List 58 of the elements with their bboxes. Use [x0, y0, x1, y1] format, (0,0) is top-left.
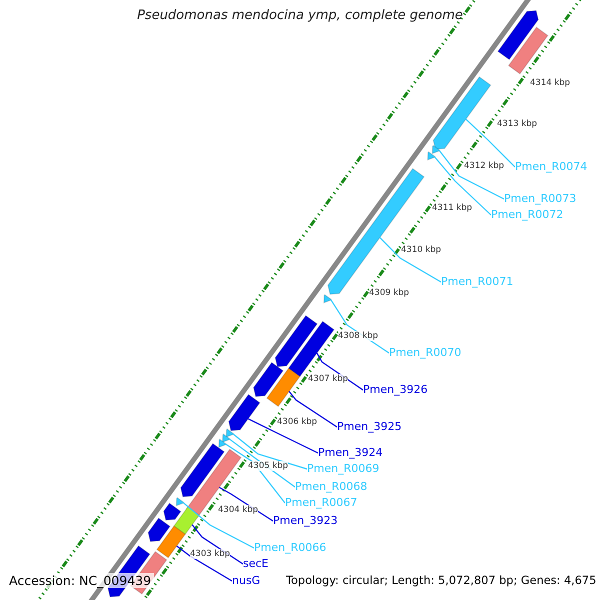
- gene-block: [180, 442, 225, 498]
- leader-line: [438, 150, 504, 200]
- gene-block: [274, 314, 318, 368]
- accession-text: Accession: NC_009439: [6, 573, 154, 588]
- leader-line: [465, 118, 516, 168]
- scale-label: 4311 kbp: [432, 203, 472, 213]
- gene-label: Pmen_3923: [273, 513, 338, 529]
- gene-label: Pmen_3926: [363, 382, 428, 398]
- gene-label: Pmen_R0069: [307, 461, 380, 477]
- gene-block: [432, 76, 492, 150]
- small-gene-block: [432, 144, 440, 154]
- scale-label: 4308 kbp: [338, 331, 378, 341]
- small-gene-block: [226, 428, 234, 438]
- scale-label: 4305 kbp: [248, 461, 288, 471]
- small-gene-block: [323, 294, 332, 304]
- leader-line: [288, 391, 338, 428]
- gene-block: [163, 502, 182, 521]
- scale-label: 4309 kbp: [369, 288, 410, 298]
- leader-line: [232, 434, 308, 470]
- gene-block: [497, 10, 539, 60]
- scale-label: 4304 kbp: [218, 505, 258, 515]
- gene-block: [327, 168, 425, 295]
- small-gene-block: [218, 438, 227, 448]
- leader-line: [248, 418, 318, 454]
- gene-block: [173, 506, 200, 535]
- gene-block: [156, 525, 186, 558]
- gene-label: Pmen_R0067: [285, 495, 358, 511]
- leader-line: [379, 237, 442, 283]
- leader-line: [434, 156, 492, 216]
- gene-label: Pmen_3924: [318, 445, 383, 461]
- leader-line: [316, 352, 364, 390]
- small-gene-block: [427, 151, 436, 161]
- gene-label: Pmen_R0071: [441, 274, 514, 290]
- gene-block: [186, 448, 242, 518]
- scale-label: 4307 kbp: [308, 374, 348, 384]
- scale-label: 4310 kbp: [401, 245, 442, 255]
- scale-label: 4312 kbp: [464, 161, 504, 171]
- gene-label: Pmen_R0070: [389, 345, 462, 361]
- gene-block: [228, 394, 261, 432]
- leader-line: [226, 444, 286, 504]
- scale-label: 4314 kbp: [530, 78, 570, 88]
- scale-label: 4303 kbp: [190, 549, 230, 559]
- gene-block: [253, 362, 284, 398]
- gene-label: Pmen_R0072: [491, 207, 564, 223]
- gene-block: [148, 517, 171, 542]
- small-gene-block: [222, 433, 231, 443]
- leader-line: [176, 546, 232, 582]
- genome-summary: Topology: circular; Length: 5,072,807 bp; Genes: 4,675: [286, 574, 596, 587]
- scale-label: 4306 kbp: [277, 417, 318, 427]
- gene-block: [508, 26, 548, 75]
- gene-label: Pmen_R0068: [295, 479, 368, 495]
- gene-block: [266, 368, 301, 408]
- gene-label: Pmen_R0066: [254, 540, 326, 556]
- leader-line: [183, 502, 254, 549]
- gene-label: Pmen_3925: [337, 419, 402, 435]
- gene-label: Pmen_R0074: [515, 159, 588, 175]
- map-title: Pseudomonas mendocina ymp, complete genome: [136, 8, 464, 23]
- gene-label: Pmen_R0073: [504, 191, 576, 207]
